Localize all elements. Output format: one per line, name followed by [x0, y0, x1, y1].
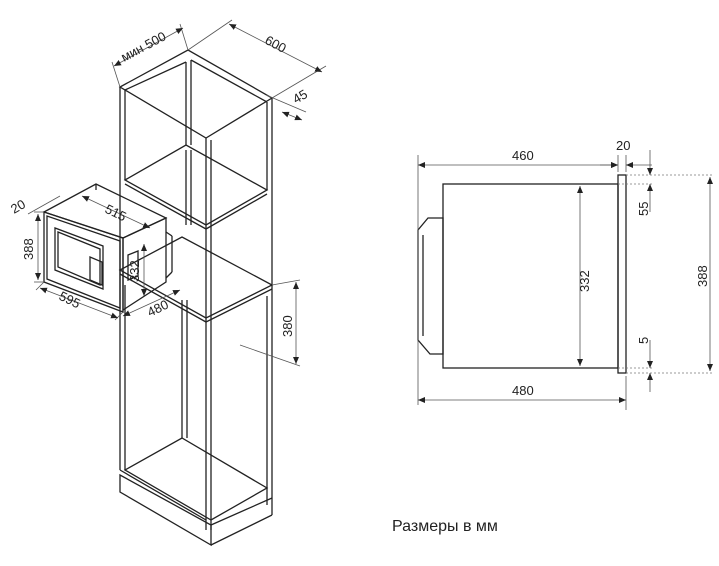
cabinet-dimensions: мин 500 600 45 380 [111, 19, 327, 367]
microwave-iso-dimensions: 20 515 388 332 595 480 [8, 195, 181, 321]
microwave-side-view [417, 174, 714, 374]
dim-oven-body-height: 332 [127, 260, 142, 282]
dim-top-offset: 55 [636, 202, 651, 216]
dim-body-depth: 460 [512, 148, 534, 163]
dim-oven-depth-side: 20 [8, 196, 28, 216]
dim-oven-frame-height: 388 [21, 238, 36, 260]
dim-body-height: 332 [577, 270, 592, 292]
dim-cabinet-gap: 45 [290, 86, 310, 106]
dim-frame-thickness: 20 [616, 138, 630, 153]
dim-frame-height: 388 [695, 265, 710, 287]
dim-total-depth: 480 [512, 383, 534, 398]
dim-opening-height: 380 [280, 315, 295, 337]
dim-cabinet-depth: мин 500 [118, 29, 168, 65]
caption-units: Размеры в мм [392, 518, 498, 535]
side-view-dimensions: 460 20 55 332 388 5 480 [417, 138, 713, 410]
dim-oven-width: 515 [103, 201, 129, 224]
dim-cabinet-width: 600 [263, 32, 289, 55]
dim-bottom-offset: 5 [636, 337, 651, 344]
